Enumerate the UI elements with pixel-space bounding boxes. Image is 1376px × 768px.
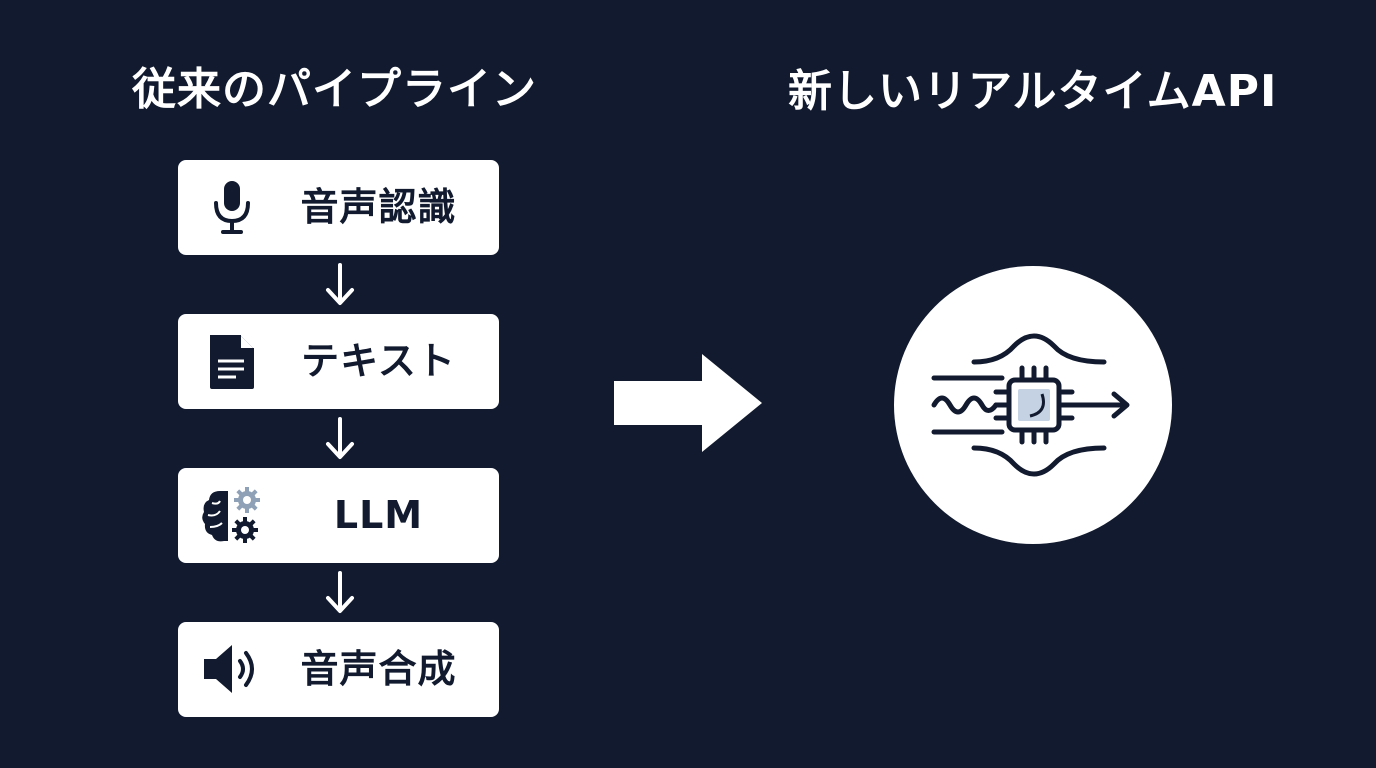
pipeline-step-speech-recognition: 音声認識 [178, 160, 499, 255]
speaker-icon [204, 645, 254, 693]
pipeline-step-label: 音声合成 [300, 647, 457, 691]
traditional-pipeline-heading: 従来のパイプライン [132, 64, 537, 115]
chip-waveform-icon [931, 333, 1130, 477]
down-arrow-icon [326, 417, 354, 459]
pipeline-step-label: LLM [333, 493, 424, 537]
pipeline-step-text: テキスト [178, 314, 499, 409]
realtime-api-circle [894, 266, 1172, 544]
realtime-api-heading: 新しいリアルタイムAPI [788, 66, 1278, 117]
pipeline-step-label: 音声認識 [300, 185, 457, 229]
pipeline-step-label: テキスト [301, 339, 456, 383]
brain-gears-icon [202, 487, 260, 543]
down-arrow-icon [326, 263, 354, 305]
microphone-icon [214, 181, 250, 234]
down-arrow-icon [326, 571, 354, 613]
pipeline-step-speech-synthesis: 音声合成 [178, 622, 499, 717]
right-arrow-icon [614, 354, 762, 452]
pipeline-step-llm: LLM [178, 468, 499, 563]
document-icon [210, 335, 254, 389]
